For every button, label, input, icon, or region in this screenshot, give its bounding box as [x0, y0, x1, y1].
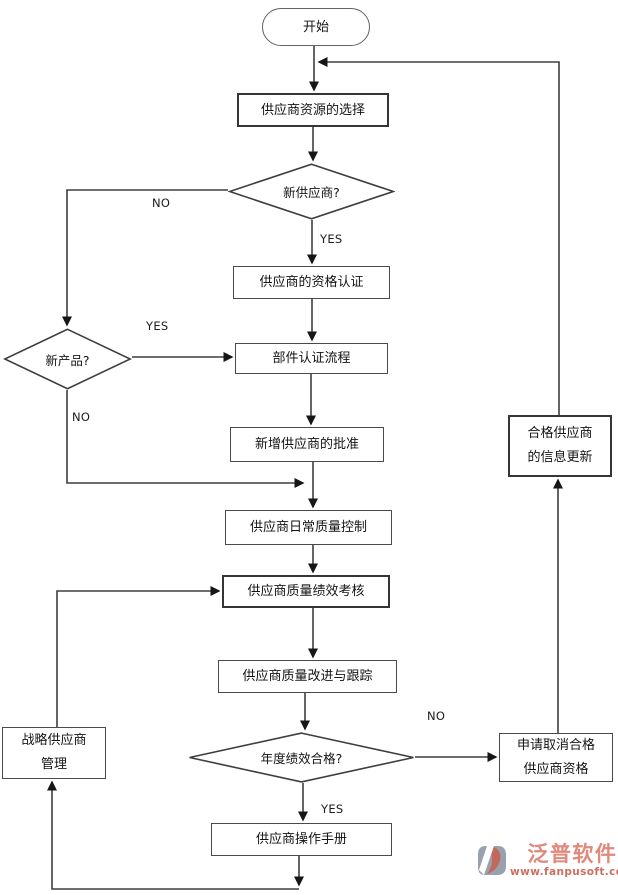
node-label: 年度绩效合格?: [260, 751, 343, 766]
node-start-label: 开始: [302, 19, 329, 35]
node-supplier-resource-selection: 供应商资源的选择: [237, 93, 389, 127]
diamond-shape: [189, 732, 414, 783]
node-start: 开始: [262, 8, 370, 46]
node-label-line1: 申请取消合格: [516, 737, 595, 753]
node-new-product-decision: 新产品?: [3, 328, 132, 390]
node-annual-performance-decision: 年度绩效合格?: [188, 732, 415, 783]
node-label-line1: 合格供应商: [527, 426, 593, 441]
node-label: 供应商资源的选择: [260, 102, 365, 118]
node-label: 供应商质量绩效考核: [247, 584, 365, 599]
node-cancel-qualification-request: 申请取消合格 供应商资格: [499, 733, 613, 782]
fanpu-logo-icon: [478, 846, 506, 875]
edge-label-new-product-yes: YES: [146, 319, 169, 333]
diamond-shape: [3, 328, 132, 390]
node-label: 新供应商?: [283, 185, 340, 200]
node-label: 供应商的资格认证: [259, 275, 364, 290]
node-quality-improvement-tracking: 供应商质量改进与跟踪: [218, 660, 397, 693]
logo-brand-text: 泛普软件: [527, 842, 618, 866]
edge-label-annual-perf-yes: YES: [321, 802, 344, 816]
node-label: 供应商操作手册: [255, 832, 347, 847]
edge-label-annual-perf-no: NO: [427, 709, 446, 723]
edge-label-new-product-no: NO: [72, 410, 91, 424]
edge-label-new-supplier-yes: YES: [320, 232, 343, 246]
node-component-certification: 部件认证流程: [235, 343, 388, 374]
node-quality-performance-review: 供应商质量绩效考核: [222, 575, 390, 608]
node-label: 新增供应商的批准: [254, 437, 359, 452]
node-label: 供应商质量改进与跟踪: [242, 669, 373, 684]
node-supplier-qualification: 供应商的资格认证: [233, 266, 390, 299]
node-label-line2: 管理: [40, 757, 67, 772]
node-daily-quality-control: 供应商日常质量控制: [225, 510, 392, 545]
edge-label-new-supplier-no: NO: [152, 196, 171, 210]
node-label: 新产品?: [45, 352, 90, 368]
node-label-line1: 战略供应商: [21, 733, 87, 748]
logo-website-text: www.fanpusoft.com: [510, 866, 618, 878]
fanpu-logo: 泛普软件 www.fanpusoft.com: [474, 842, 618, 878]
node-label-line2: 的信息更新: [527, 450, 593, 465]
node-strategic-supplier-mgmt: 战略供应商 管理: [2, 727, 106, 779]
node-qualified-supplier-info-update: 合格供应商 的信息更新: [508, 415, 612, 477]
node-new-supplier-approval: 新增供应商的批准: [230, 427, 384, 462]
node-label: 部件认证流程: [272, 351, 351, 366]
node-label: 供应商日常质量控制: [249, 520, 367, 535]
node-new-supplier-decision: 新供应商?: [228, 163, 395, 220]
node-label-line2: 供应商资格: [523, 761, 589, 777]
node-supplier-operation-manual: 供应商操作手册: [211, 823, 392, 856]
